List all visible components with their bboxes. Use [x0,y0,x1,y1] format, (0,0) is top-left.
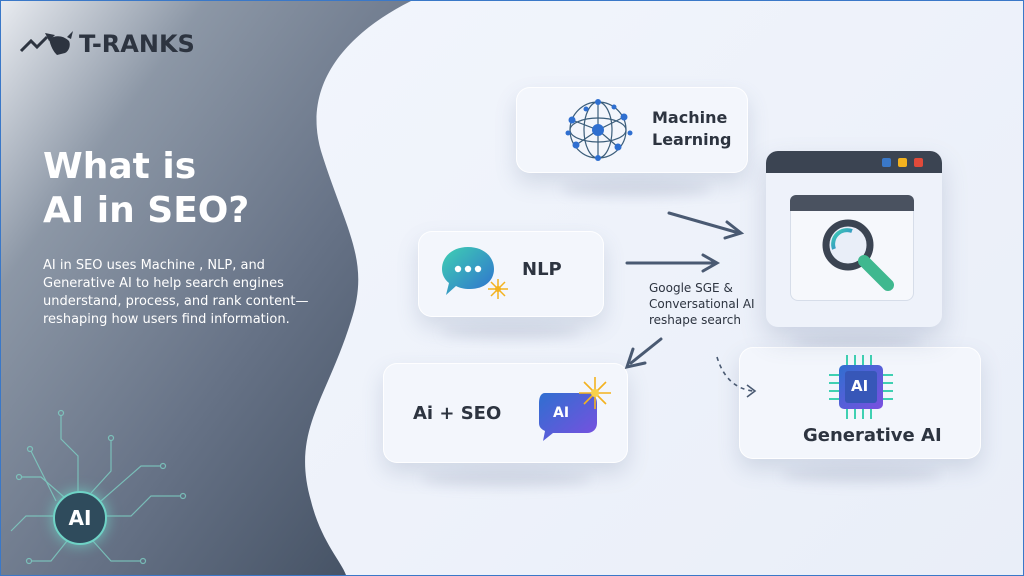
chat-bubble-icon [442,247,508,299]
circuit-pattern-icon [10,409,187,565]
ai-bubble-label: AI [553,405,570,421]
browser-dot-blue [882,158,891,167]
machine-learning-card: Machine Learning [516,87,748,173]
brand-name: T-RANKS [79,30,195,58]
generative-ai-label: Generative AI [803,425,942,446]
title-line-2: AI in SEO? [43,190,250,231]
machine-learning-label-line-1: Machine [652,108,728,127]
rhino-arrow-logo-icon [19,31,73,55]
ai-chip-label: AI [851,377,869,395]
card-shadow [781,467,941,483]
neural-network-globe-icon [565,99,633,161]
intro-description: AI in SEO uses Machine , NLP, and Genera… [43,258,309,327]
browser-dot-yellow [898,158,907,167]
card-shadow [441,325,581,339]
card-shadow [791,335,921,349]
title-line-1: What is [43,146,197,187]
brand-logo[interactable]: T-RANKS [19,29,195,59]
nlp-label: NLP [522,259,562,280]
nlp-card: NLP [418,231,604,317]
magnifier-icon [822,219,894,291]
browser-title-bar [766,151,942,173]
page-title: What is AI in SEO? [43,145,249,233]
search-browser-window [766,151,942,327]
machine-learning-label: Machine Learning [652,107,752,151]
generative-ai-card: AI Generative AI [739,347,981,459]
machine-learning-label-line-2: Learning [652,130,732,149]
ai-seo-card: Ai + SEO AI [383,363,628,463]
card-shadow [421,471,591,487]
ai-seo-label: Ai + SEO [413,403,502,424]
ai-speech-bubble-icon [539,377,611,441]
sge-note: Google SGE & Conversational AI reshape s… [649,281,755,327]
browser-inner-bar [790,195,914,211]
ai-badge: AI [53,491,107,545]
ai-chip-icon [829,355,893,419]
card-shadow [561,181,711,197]
browser-dot-red [914,158,923,167]
